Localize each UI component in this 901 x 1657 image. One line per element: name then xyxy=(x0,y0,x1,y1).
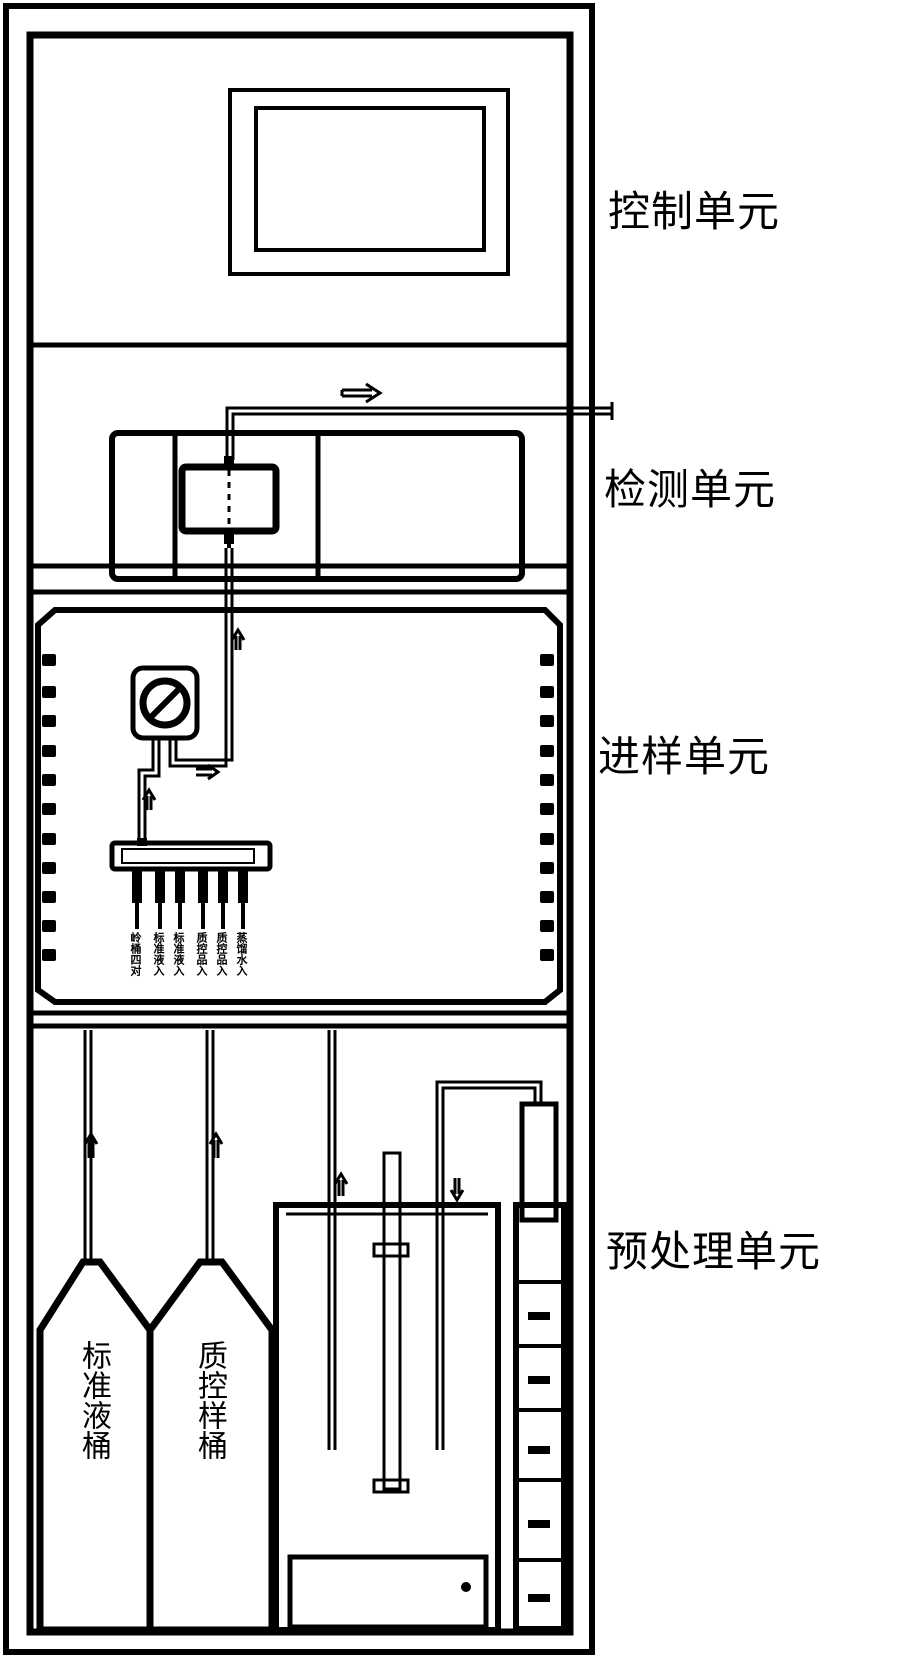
port-label-3: 标准液入 xyxy=(172,932,185,976)
flow-arrow-outlet xyxy=(340,382,383,404)
pretreatment-unit-label: 预处理单元 xyxy=(606,1227,822,1276)
sampling-unit-label: 进样单元 xyxy=(598,732,771,781)
detector-outlet-pipe xyxy=(225,406,612,460)
flow-arrow-qc xyxy=(208,1131,224,1158)
port-label-5: 质控品入 xyxy=(215,932,228,976)
control-screen xyxy=(254,106,486,252)
port-label-1: 岭桶四对 xyxy=(129,932,142,976)
port-label-4: 质控品入 xyxy=(195,932,208,976)
port-label-6: 蒸馏水入 xyxy=(235,932,248,976)
flow-arrow-detector-in xyxy=(230,627,246,650)
detection-unit-label: 检测单元 xyxy=(604,465,777,514)
flow-arrow-pump-out xyxy=(196,763,221,781)
selector-manifold xyxy=(109,840,273,872)
control-unit-label: 控制单元 xyxy=(608,187,781,236)
flow-arrow-tank-return xyxy=(449,1178,465,1203)
control-screen-bezel xyxy=(228,88,510,276)
filter-column xyxy=(519,1101,559,1223)
cabinet-outer-frame xyxy=(3,3,595,1655)
tank-base xyxy=(287,1554,489,1630)
peristaltic-pump xyxy=(130,665,200,741)
flow-arrow-manifold-out xyxy=(141,787,157,810)
manifold-to-pump-pipe xyxy=(137,738,155,838)
flow-arrow-standard xyxy=(83,1131,99,1158)
port-label-2: 标准液入 xyxy=(152,932,165,976)
qc-bucket-label: 质控样桶 xyxy=(192,1340,227,1460)
qc-sample-bucket xyxy=(146,1258,276,1634)
sampling-panel xyxy=(35,607,563,1005)
pretreatment-tank xyxy=(273,1202,501,1633)
flow-arrow-tank-in xyxy=(333,1171,349,1196)
stirring-rod xyxy=(382,1151,402,1491)
standard-bucket-label: 标准液桶 xyxy=(76,1340,111,1460)
pump-to-detector-pipe xyxy=(168,548,228,768)
tank-return-pipe xyxy=(435,1080,543,1450)
